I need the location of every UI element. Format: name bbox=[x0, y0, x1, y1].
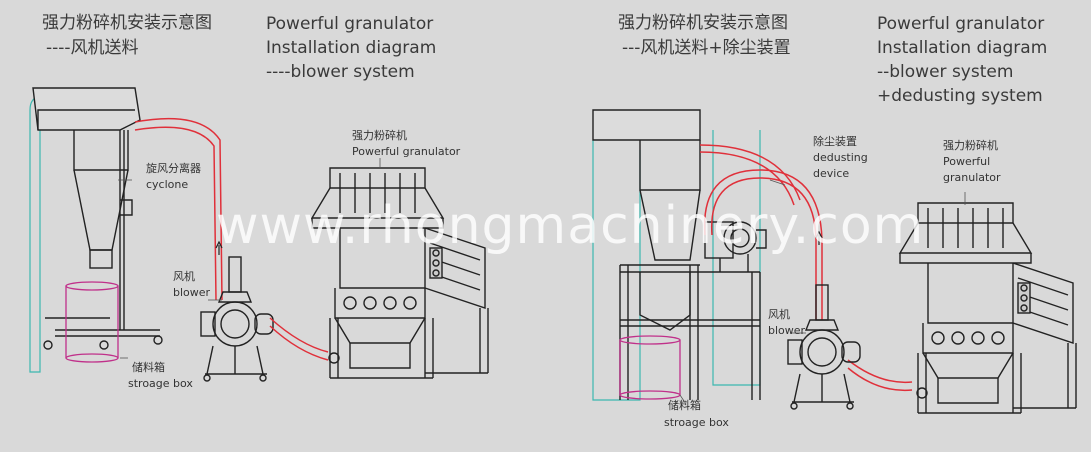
right-dedust-label-en-1: dedusting bbox=[813, 151, 868, 164]
right-storage-box-label-en: stroage box bbox=[664, 416, 729, 429]
left-cyclone-label-cn: 旋风分离器 bbox=[146, 162, 201, 175]
right-title-en-4: +dedusting system bbox=[877, 86, 1043, 106]
right-granulator-label-cn: 强力粉碎机 bbox=[943, 139, 998, 152]
left-storage-box-label-en: stroage box bbox=[128, 377, 193, 390]
right-title-cn: 强力粉碎机安装示意图 bbox=[618, 13, 788, 33]
watermark: www.rhongmachinery.com bbox=[216, 196, 925, 256]
right-granulator-label-en-1: Powerful bbox=[943, 155, 991, 168]
left-storage-box-label-cn: 储料箱 bbox=[132, 361, 165, 374]
right-blower-label-cn: 风机 bbox=[768, 308, 790, 321]
right-dedust-label-en-2: device bbox=[813, 167, 850, 180]
right-blower-label-en: blower bbox=[768, 324, 806, 337]
right-title-en-3: --blower system bbox=[877, 62, 1014, 82]
left-blower-label-en: blower bbox=[173, 286, 211, 299]
left-granulator-label-en: Powerful granulator bbox=[352, 145, 461, 158]
left-cyclone-label-en: cyclone bbox=[146, 178, 189, 191]
left-blower-label-cn: 风机 bbox=[173, 270, 195, 283]
right-title-en-1: Powerful granulator bbox=[877, 14, 1045, 34]
left-title-cn-sub: ----风机送料 bbox=[46, 38, 139, 58]
left-granulator-label-cn: 强力粉碎机 bbox=[352, 129, 407, 142]
right-title-en-2: Installation diagram bbox=[877, 38, 1048, 58]
right-granulator-label-en-2: granulator bbox=[943, 171, 1001, 184]
right-storage-box-label-cn: 储料箱 bbox=[668, 399, 701, 412]
left-title-en-2: Installation diagram bbox=[266, 38, 437, 58]
left-title-en-1: Powerful granulator bbox=[266, 14, 434, 34]
left-title-en-3: ----blower system bbox=[266, 62, 415, 82]
right-dedust-label-cn: 除尘装置 bbox=[813, 135, 857, 148]
left-title-cn: 强力粉碎机安装示意图 bbox=[42, 13, 212, 33]
right-title-cn-sub: ---风机送料+除尘装置 bbox=[622, 38, 791, 58]
